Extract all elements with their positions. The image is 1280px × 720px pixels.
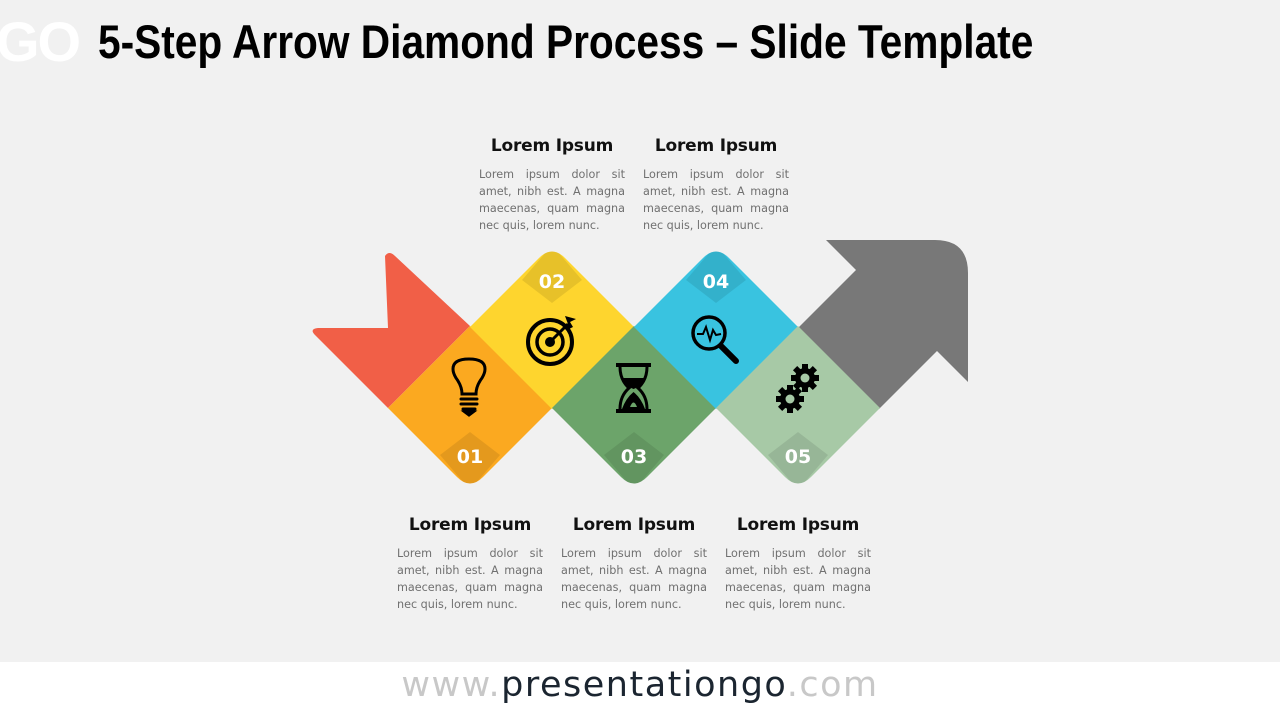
step-3-title: Lorem Ipsum — [572, 515, 696, 535]
footer-band — [0, 662, 1280, 720]
url-prefix: www. — [401, 665, 502, 705]
step-5-description: Lorem ipsum dolor sit amet, nibh est. A … — [725, 547, 871, 611]
step-5-text-block: Lorem Ipsum Lorem ipsum dolor sit amet, … — [725, 515, 871, 613]
url-brand: presentationgo — [501, 665, 787, 705]
target-icon — [526, 316, 576, 366]
step-5-title: Lorem Ipsum — [736, 515, 860, 535]
step-1-text-block: Lorem Ipsum Lorem ipsum dolor sit amet, … — [397, 515, 543, 613]
step-2-number: 02 — [539, 271, 565, 293]
step-2-description: Lorem ipsum dolor sit amet, nibh est. A … — [479, 168, 625, 232]
url-suffix: .com — [786, 665, 879, 705]
step-4-diamond — [634, 251, 798, 409]
step-4-number: 04 — [703, 271, 729, 293]
step-4-text-block: Lorem Ipsum Lorem ipsum dolor sit amet, … — [643, 136, 789, 234]
gears-icon — [776, 364, 819, 413]
footer-url[interactable]: www.presentationgo.com — [0, 668, 1280, 703]
step-4-title: Lorem Ipsum — [654, 136, 778, 156]
magnifier-pulse-icon — [691, 315, 739, 364]
page-title: 5-Step Arrow Diamond Process – Slide Tem… — [98, 15, 1034, 68]
logo-fragment: GO — [0, 10, 81, 73]
step-2-title: Lorem Ipsum — [490, 136, 614, 156]
step-1-number: 01 — [457, 446, 483, 468]
lightbulb-icon — [451, 357, 487, 417]
step-1-description: Lorem ipsum dolor sit amet, nibh est. A … — [397, 547, 543, 611]
step-2-text-block: Lorem Ipsum Lorem ipsum dolor sit amet, … — [479, 136, 625, 234]
step-3-text-block: Lorem Ipsum Lorem ipsum dolor sit amet, … — [561, 515, 707, 613]
step-3-description: Lorem ipsum dolor sit amet, nibh est. A … — [561, 547, 707, 611]
hourglass-icon — [616, 363, 651, 413]
step-5-number: 05 — [785, 446, 811, 468]
step-1-title: Lorem Ipsum — [408, 515, 532, 535]
step-3-number: 03 — [621, 446, 647, 468]
arrow-tail — [312, 253, 470, 408]
step-4-description: Lorem ipsum dolor sit amet, nibh est. A … — [643, 168, 789, 232]
arrow-head — [798, 240, 968, 409]
